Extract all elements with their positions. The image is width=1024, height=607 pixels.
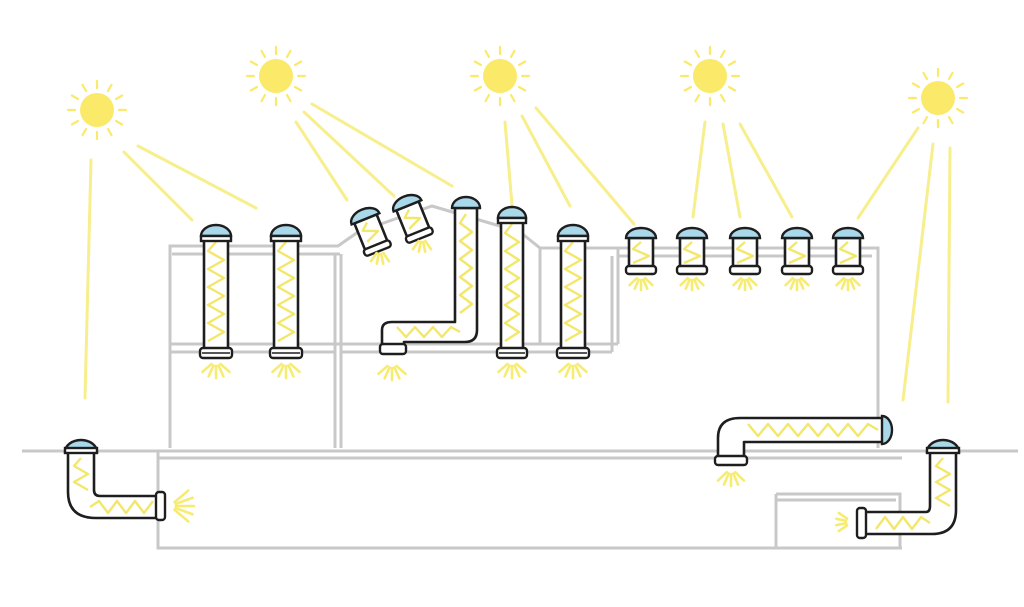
skylight-dome-icon [269, 223, 303, 238]
light-beam [136, 144, 258, 210]
light-tube-icon [624, 226, 658, 276]
light-beam [503, 120, 514, 207]
light-beam [520, 114, 572, 208]
light-beam [946, 146, 952, 404]
house-wall [22, 449, 1018, 550]
light-glow [679, 276, 705, 292]
light-tube-icon [713, 414, 894, 467]
diffuser-icon [154, 490, 167, 522]
sun-beams [83, 102, 952, 404]
sun-icon [679, 45, 741, 107]
light-tube-icon [349, 206, 392, 257]
light-glow [369, 251, 391, 265]
diffuser-icon [855, 506, 868, 540]
light-glow [271, 362, 301, 380]
light-tube-icon [268, 223, 304, 360]
diffuser-icon [713, 454, 749, 467]
sun-icon [66, 79, 128, 141]
light-beam [122, 150, 194, 222]
light-glow [732, 276, 758, 292]
skylight-dome-icon [496, 205, 528, 220]
light-tube-icon [831, 226, 865, 276]
skylight-dome-icon [675, 226, 709, 240]
light-beam [83, 158, 93, 400]
skylight-dome-icon [831, 226, 865, 240]
light-tube-icon [780, 226, 814, 276]
diffuser-icon [780, 264, 814, 276]
skylight-dome-icon [556, 223, 590, 238]
light-tube-icon [555, 223, 591, 360]
diffuser-icon [831, 264, 865, 276]
light-glow [558, 362, 588, 380]
light-glow [497, 362, 527, 380]
light-beam [738, 122, 794, 219]
interior-light-glows [173, 239, 861, 533]
light-tube-icon [675, 226, 709, 276]
light-tube-icon [855, 438, 961, 540]
light-tube-icon [198, 223, 234, 360]
diffuser-icon [378, 342, 408, 356]
light-beam [856, 126, 920, 220]
light-glow [628, 276, 654, 292]
suns [66, 45, 969, 141]
light-glow [377, 364, 407, 382]
light-beam [534, 106, 636, 226]
diffuser-icon [624, 264, 658, 276]
light-glow [411, 239, 433, 253]
skylight-dome-icon [880, 414, 894, 446]
sun-icon [245, 45, 307, 107]
light-glow [835, 276, 861, 292]
skylight-dome-icon [780, 226, 814, 240]
skylight-dome-icon [728, 226, 762, 240]
light-beam [294, 120, 349, 202]
diffuser-icon [728, 264, 762, 276]
skylight-dome-icon [391, 193, 423, 214]
light-tube-icon [391, 193, 434, 244]
light-glow [173, 489, 196, 523]
house-wall [610, 248, 620, 352]
light-glow [784, 276, 810, 292]
diffuser-icon [404, 226, 434, 244]
light-beam [302, 110, 396, 198]
light-beam [691, 120, 707, 219]
light-tube-icon [378, 195, 482, 356]
light-beam [721, 122, 742, 219]
house-wall [333, 254, 343, 448]
diffuser-icon [675, 264, 709, 276]
sun-icon [469, 45, 531, 107]
light-glow [835, 511, 849, 533]
skylight-dome-icon [349, 206, 381, 227]
skylight-tubes [63, 193, 961, 540]
light-beam [901, 142, 935, 402]
skylight-dome-icon [199, 223, 233, 238]
light-glow [716, 470, 746, 488]
light-tube-icon [728, 226, 762, 276]
skylight-dome-icon [450, 195, 482, 210]
light-beam [310, 102, 454, 188]
sun-icon [907, 67, 969, 129]
diffuser-icon [362, 239, 392, 257]
light-glow [201, 362, 231, 380]
light-tube-icon [63, 438, 167, 522]
light-tube-icon [495, 205, 529, 360]
skylight-dome-icon [624, 226, 658, 240]
